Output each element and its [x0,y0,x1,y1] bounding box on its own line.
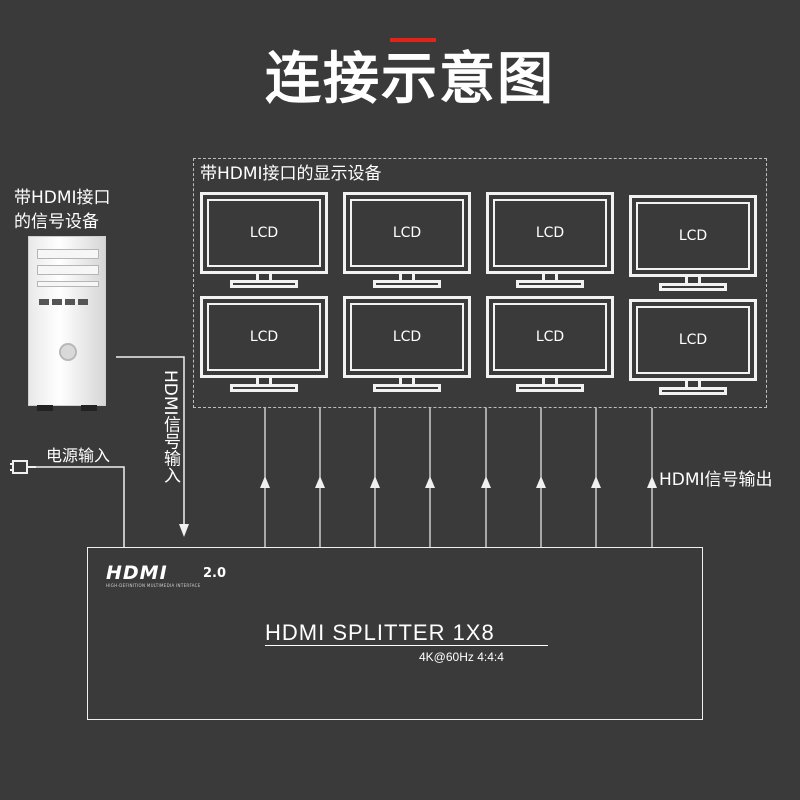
lcd-monitor-8: LCD [629,299,757,395]
hdmi-version: 2.0 [203,566,226,582]
lcd-monitor-1: LCD [200,192,328,288]
output-cables [260,408,657,547]
output-arrow-icon [591,476,601,488]
output-arrow-icon [647,476,657,488]
hdmi-input-cable [116,357,184,530]
lcd-monitor-2: LCD [343,192,471,288]
output-arrow-icon [315,476,325,488]
lcd-monitor-3: LCD [486,192,614,288]
output-arrow-icon [370,476,380,488]
monitor-label: LCD [629,299,757,381]
product-name-underline [265,645,548,646]
monitor-label: LCD [343,192,471,274]
monitor-label: LCD [200,296,328,378]
monitor-label: LCD [343,296,471,378]
lcd-monitor-4: LCD [629,195,757,291]
lcd-monitor-5: LCD [200,296,328,392]
output-arrow-icon [260,476,270,488]
product-spec: 4K@60Hz 4:4:4 [419,649,504,665]
lcd-monitor-6: LCD [343,296,471,392]
output-arrow-icon [425,476,435,488]
output-arrow-icon [536,476,546,488]
input-arrow-icon [179,524,189,537]
power-cable [36,467,124,547]
output-arrow-icon [481,476,491,488]
lcd-monitor-7: LCD [486,296,614,392]
monitor-label: LCD [629,195,757,277]
monitor-label: LCD [486,296,614,378]
hdmi-tagline: HIGH-DEFINITION MULTIMEDIA INTERFACE [106,583,201,588]
monitor-label: LCD [200,192,328,274]
hdmi-logo: HDMI [106,562,168,584]
monitor-label: LCD [486,192,614,274]
product-name: HDMI SPLITTER 1X8 [265,620,495,646]
